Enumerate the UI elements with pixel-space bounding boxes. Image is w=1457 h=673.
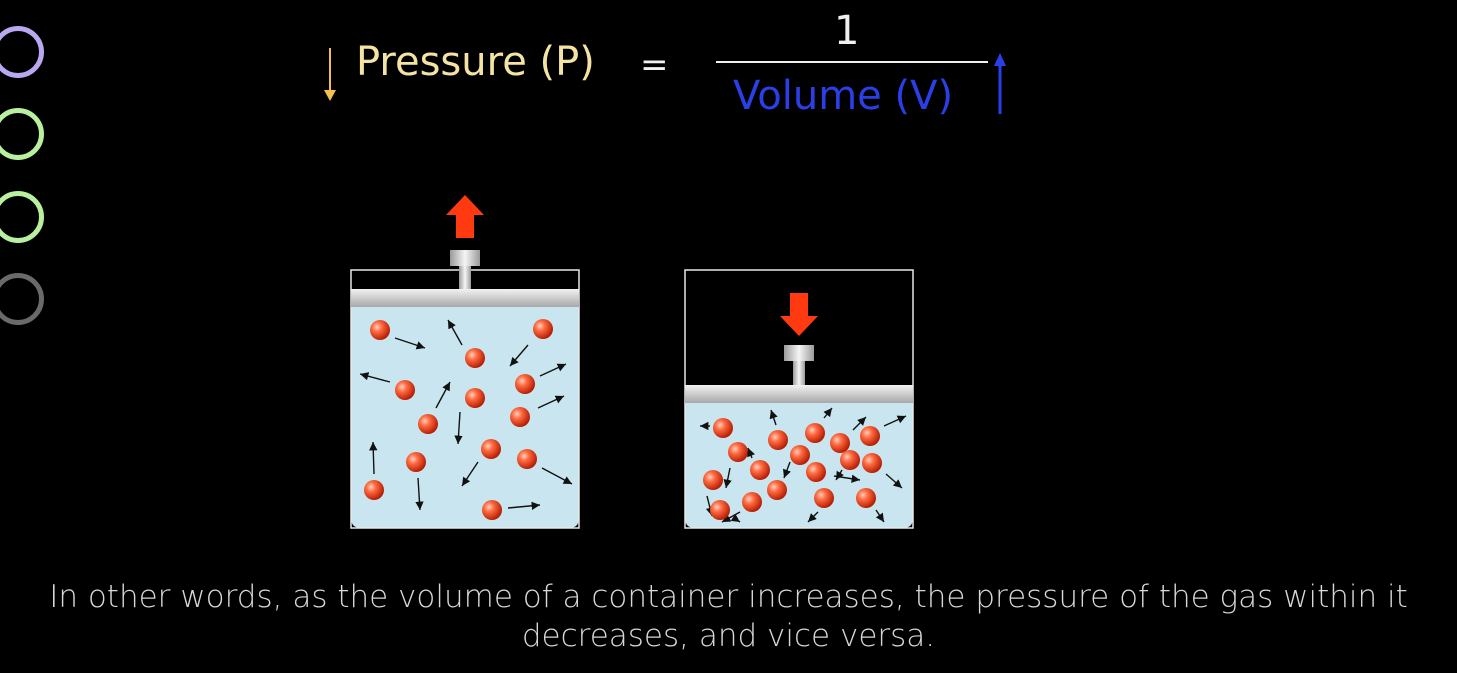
compressed-velocity-arrow-icon: [747, 447, 756, 459]
ring-purple: [0, 26, 44, 78]
compressed-velocity-arrow-icon: [783, 461, 791, 479]
expanded-velocity-arrow-icon: [415, 477, 424, 511]
compressed-molecule: [862, 453, 882, 473]
compressed-molecule: [703, 470, 723, 490]
compressed-molecule: [790, 445, 810, 465]
expanded-gas-region: [351, 305, 579, 528]
compressed-velocity-arrow-icon: [835, 469, 844, 481]
expanded-velocity-arrow-icon: [541, 467, 573, 485]
compressed-molecules: [700, 407, 907, 523]
expanded-velocity-arrow-icon: [537, 395, 565, 409]
expanded-molecule: [533, 319, 553, 339]
expanded-molecule: [370, 320, 390, 340]
compressed-velocity-arrow-icon: [852, 416, 867, 431]
compressed-velocity-arrow-icon: [769, 409, 778, 426]
expanded-container: [350, 195, 580, 529]
pressure-down-arrow-icon: [324, 48, 336, 101]
compressed-velocity-arrow-icon: [730, 513, 741, 523]
compressed-gas-region: [685, 402, 913, 528]
expanded-molecule: [482, 500, 502, 520]
compressed-container: [684, 269, 914, 529]
expanded-velocity-arrow-icon: [507, 501, 541, 510]
piston-down-arrow-icon: [780, 293, 818, 336]
compressed-molecule: [830, 433, 850, 453]
compressed-piston: [685, 385, 913, 403]
expanded-velocity-arrow-icon: [369, 441, 378, 475]
expanded-velocity-arrow-icon: [447, 319, 463, 346]
expanded-molecules: [359, 319, 573, 520]
fraction-bar: [716, 61, 988, 63]
compressed-velocity-arrow-icon: [823, 407, 833, 419]
expanded-piston: [351, 289, 579, 307]
compressed-molecule: [767, 480, 787, 500]
expanded-piston-rod: [459, 265, 471, 289]
expanded-molecule: [465, 388, 485, 408]
volume-label: Volume (V): [733, 73, 954, 119]
fraction-numerator: 1: [834, 8, 860, 54]
equals-sign: =: [640, 45, 669, 85]
expanded-velocity-arrow-icon: [461, 461, 479, 487]
compressed-molecule: [805, 423, 825, 443]
expanded-molecule: [510, 407, 530, 427]
caption: In other words, as the volume of a conta…: [0, 578, 1457, 656]
compressed-molecule: [856, 488, 876, 508]
volume-up-arrow-icon: [994, 53, 1006, 114]
expanded-molecule: [517, 449, 537, 469]
compressed-molecule: [742, 492, 762, 512]
compressed-molecule: [728, 442, 748, 462]
ring-green-1: [0, 108, 44, 160]
ring-gray: [0, 273, 44, 325]
compressed-molecule: [768, 430, 788, 450]
compressed-molecule: [814, 488, 834, 508]
compressed-molecule: [750, 460, 770, 480]
compressed-velocity-arrow-icon: [885, 473, 903, 489]
expanded-velocity-arrow-icon: [454, 411, 463, 445]
compressed-piston-rod: [793, 360, 805, 385]
expanded-molecule: [418, 414, 438, 434]
expanded-velocity-arrow-icon: [359, 372, 391, 383]
compressed-molecule: [806, 462, 826, 482]
compressed-molecule: [713, 418, 733, 438]
expanded-molecule: [465, 348, 485, 368]
piston-up-arrow-icon: [446, 195, 484, 238]
compressed-molecule: [710, 500, 730, 520]
expanded-molecule: [406, 452, 426, 472]
compressed-velocity-arrow-icon: [883, 415, 907, 427]
expanded-molecule: [395, 380, 415, 400]
expanded-molecule: [515, 374, 535, 394]
expanded-piston-knob: [450, 250, 480, 266]
expanded-velocity-arrow-icon: [435, 381, 451, 409]
expanded-velocity-arrow-icon: [509, 344, 529, 367]
expanded-molecule: [481, 439, 501, 459]
compressed-molecule: [840, 450, 860, 470]
ring-green-2: [0, 191, 44, 243]
caption-line-2: decreases, and vice versa.: [521, 618, 936, 654]
compressed-piston-knob: [784, 345, 814, 361]
caption-line-1: In other words, as the volume of a conta…: [49, 579, 1408, 615]
compressed-molecule: [860, 426, 880, 446]
pressure-label: Pressure (P): [356, 39, 595, 85]
compressed-velocity-arrow-icon: [723, 467, 732, 489]
expanded-velocity-arrow-icon: [394, 337, 426, 350]
expanded-molecule: [364, 480, 384, 500]
compressed-velocity-arrow-icon: [875, 509, 885, 523]
compressed-velocity-arrow-icon: [807, 511, 819, 523]
expanded-velocity-arrow-icon: [539, 363, 567, 377]
